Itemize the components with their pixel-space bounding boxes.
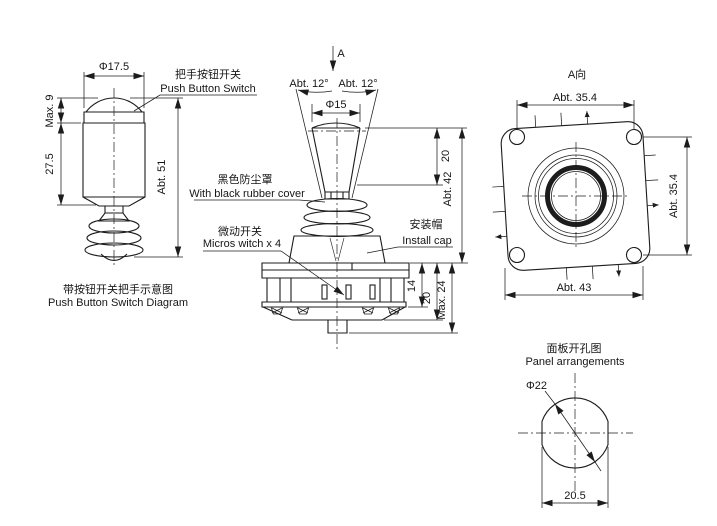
diameter-leader [554,403,596,463]
bottom-shaft [327,319,348,334]
bottom-cover [262,306,406,321]
handle-figure: Φ17.5 Max. 9 27.5 Abt. 51 把手按钮开关 Push Bu… [44,61,257,309]
dim-body-depth-2: 20 [421,292,433,304]
microswitch-label-zh: 微动开关 [218,224,262,238]
panel-cutout-title-en: Panel arrangements [525,356,625,368]
rubber-cover-label-en: With black rubber cover [189,188,305,200]
a-view-outline [487,107,664,285]
handle-callout-label-zh: 把手按钮开关 [175,67,241,81]
handle-bellows-tip [100,253,128,262]
a-view-flange [487,107,664,285]
joystick-outline: A [261,46,410,352]
dim-handle-body-height: 27.5 [44,153,56,174]
dim-handle-total-height: Abt. 51 [156,160,168,195]
terminal-pins-right [644,154,660,206]
mounting-flange-plate [261,262,410,279]
knob-dome [311,122,361,129]
microswitch-label-en: Micros witch x 4 [203,238,281,250]
mounting-hole [625,128,643,146]
install-cap-label-en: Install cap [402,235,452,247]
switch-body [266,277,405,303]
dim-knob-diameter: Φ15 [325,99,346,111]
joystick-figure: A Abt. [189,46,468,352]
base-plate [261,301,407,308]
a-view-centerlines [522,142,630,250]
handle-outline [82,88,146,268]
screw [296,306,310,315]
dim-tilt-angle-left: Abt. 12° [289,78,328,90]
install-cap-leader [366,246,453,254]
body-slot [321,284,328,300]
terminal-pins-bottom [565,264,619,281]
dim-flange-width: Abt. 43 [557,282,592,294]
rubber-cover-leader [194,199,326,203]
joystick-callouts: 黑色防尘罩 With black rubber cover 微动开关 Micro… [189,172,453,296]
tilt-envelope-lines [295,88,379,199]
knob [311,127,361,193]
dim-body-depth-1: 14 [406,280,418,292]
joystick-dimensions: Abt. 12° Abt. 12° Φ15 20 Abt. 42 14 20 M… [289,78,468,334]
handle-caption-en: Push Button Switch Diagram [48,297,188,309]
handle-caption-zh: 带按钮开关把手示意图 [63,282,173,296]
panel-cutout-dimensions: Φ22 20.5 [526,380,609,508]
dim-cutout-flat-width: 20.5 [564,490,585,502]
mounting-hole [508,246,526,264]
dim-hole-spacing-vertical: Abt. 35.4 [668,174,680,218]
handle-callout-leader [133,94,257,112]
screw [361,306,375,315]
section-view-label: A [337,48,345,60]
rubber-cover-label-zh: 黑色防尘罩 [218,172,273,186]
a-view-figure: A向 Abt. 35.4 Abt [487,67,692,300]
dim-body-depth-max: Max. 24 [436,280,448,319]
terminal-pins-left [491,185,507,237]
handle-callout-label-en: Push Button Switch [160,83,255,95]
microswitch-leader [203,250,345,296]
dim-handle-diameter: Φ17.5 [99,61,129,73]
mounting-hole [508,128,526,146]
handle-callout: 把手按钮开关 Push Button Switch [133,67,257,112]
mounting-hole [625,246,643,264]
cutout-shape [541,397,609,469]
dim-handle-dome-height: Max. 9 [44,94,56,127]
panel-cutout-figure: 面板开孔图 Panel arrangements Φ22 20.5 [518,341,633,508]
dim-tilt-angle-right: Abt. 12° [338,78,377,90]
handle-caption: 带按钮开关把手示意图 Push Button Switch Diagram [48,282,188,309]
dim-knob-height: 20 [440,150,452,162]
a-view-dimensions: Abt. 35.4 Abt. 35.4 Abt. 43 [504,92,692,300]
dim-height-above-panel: Abt. 42 [442,172,454,207]
a-view-title: A向 [568,67,586,81]
body-slot [369,284,376,300]
terminal-pins-top [534,111,588,128]
body-slot [345,284,352,300]
dim-cutout-diameter: Φ22 [526,380,547,392]
dim-hole-spacing-horizontal: Abt. 35.4 [553,92,597,104]
handle-dimensions: Φ17.5 Max. 9 27.5 Abt. 51 [44,61,183,258]
panel-cutout-title-zh: 面板开孔图 [547,341,602,355]
install-cap-label-zh: 安装帽 [410,217,443,231]
